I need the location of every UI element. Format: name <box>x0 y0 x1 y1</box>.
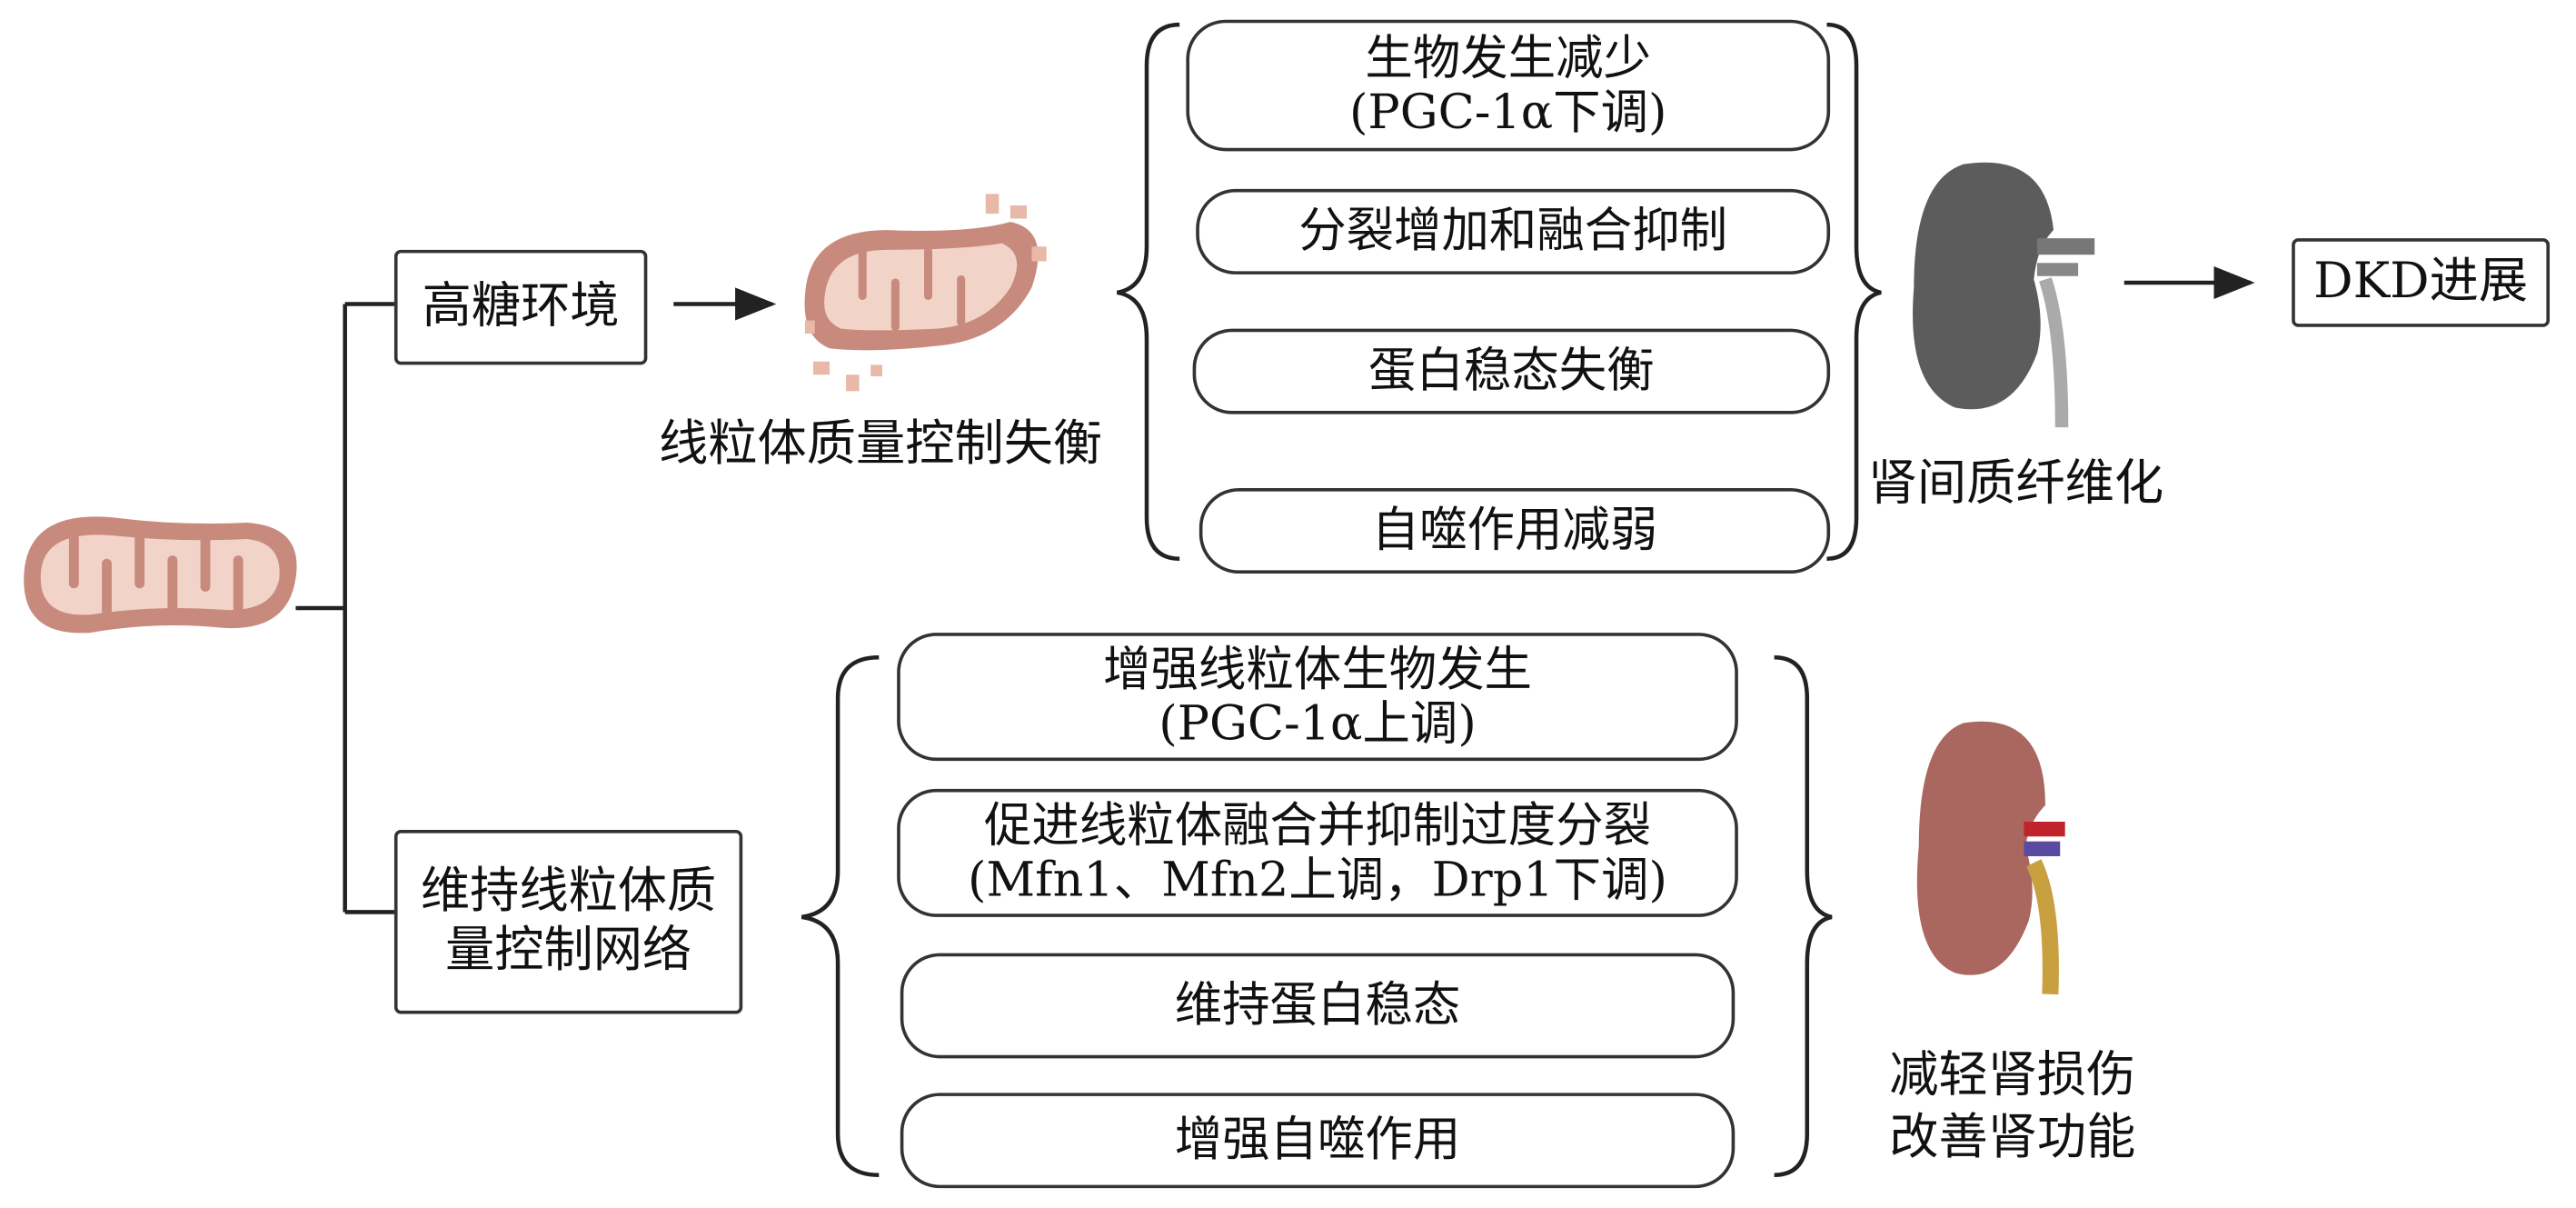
bottom-item-fusion: 促进线粒体融合并抑制过度分裂(Mfn1、Mfn2上调，Drp1下调) <box>897 788 1738 917</box>
healthy-kidney-icon <box>1916 721 2065 995</box>
renal-benefit-line2: 改善肾功能 <box>1889 1108 2136 1166</box>
item-text: 增强线粒体生物发生 <box>1103 640 1532 696</box>
brace-left-bottom <box>801 654 880 1177</box>
item-text: 分裂增加和融合抑制 <box>1298 202 1728 259</box>
item-text: 维持蛋白稳态 <box>1174 976 1461 1033</box>
top-item-biogenesis: 生物发生减少(PGC-1α下调) <box>1186 19 1831 152</box>
bottom-item-proteostasis: 维持蛋白稳态 <box>900 953 1736 1059</box>
bottom-item-autophagy: 增强自噬作用 <box>900 1093 1736 1189</box>
renal-benefit-line1: 减轻肾损伤 <box>1889 1046 2136 1104</box>
damaged-kidney-icon <box>1913 162 2095 428</box>
top-item-proteostasis: 蛋白稳态失衡 <box>1192 328 1831 414</box>
item-subtext: (PGC-1α下调) <box>1348 84 1667 140</box>
brace-left-top <box>1116 22 1180 561</box>
item-subtext: (PGC-1α上调) <box>1159 694 1477 752</box>
maintain-network-label: 维持线粒体质量控制网络 <box>420 863 717 980</box>
high-glucose-label: 高糖环境 <box>422 277 620 335</box>
renal-benefit-label: 减轻肾损伤改善肾功能 <box>1873 1045 2152 1169</box>
maintain-network-box: 维持线粒体质量控制网络 <box>393 830 743 1014</box>
item-text: 自噬作用减弱 <box>1371 502 1658 558</box>
item-text: 增强自噬作用 <box>1174 1111 1461 1168</box>
top-item-fission-fusion: 分裂增加和融合抑制 <box>1196 188 1831 275</box>
mito-imbalance-label: 线粒体质量控制失衡 <box>659 415 1103 474</box>
brace-right-bottom <box>1774 654 1833 1177</box>
dkd-progression-box: DKD进展 <box>2292 238 2551 327</box>
bottom-item-biogenesis: 增强线粒体生物发生(PGC-1α上调) <box>897 633 1738 762</box>
item-text: 生物发生减少 <box>1365 28 1652 85</box>
item-text: 蛋白稳态失衡 <box>1368 342 1655 399</box>
top-item-autophagy: 自噬作用减弱 <box>1198 487 1831 574</box>
damaged-mitochondrion-icon <box>804 194 1047 392</box>
fibrosis-label: 肾间质纤维化 <box>1867 454 2164 514</box>
item-text: 促进线粒体融合并抑制过度分裂 <box>983 796 1652 853</box>
tree-stem <box>295 302 394 914</box>
dkd-label: DKD进展 <box>2313 253 2529 311</box>
item-subtext: (Mfn1、Mfn2上调，Drp1下调) <box>968 851 1668 908</box>
high-glucose-box: 高糖环境 <box>393 249 648 365</box>
brace-right-top <box>1826 22 1882 561</box>
mitochondrion-icon <box>24 516 297 634</box>
